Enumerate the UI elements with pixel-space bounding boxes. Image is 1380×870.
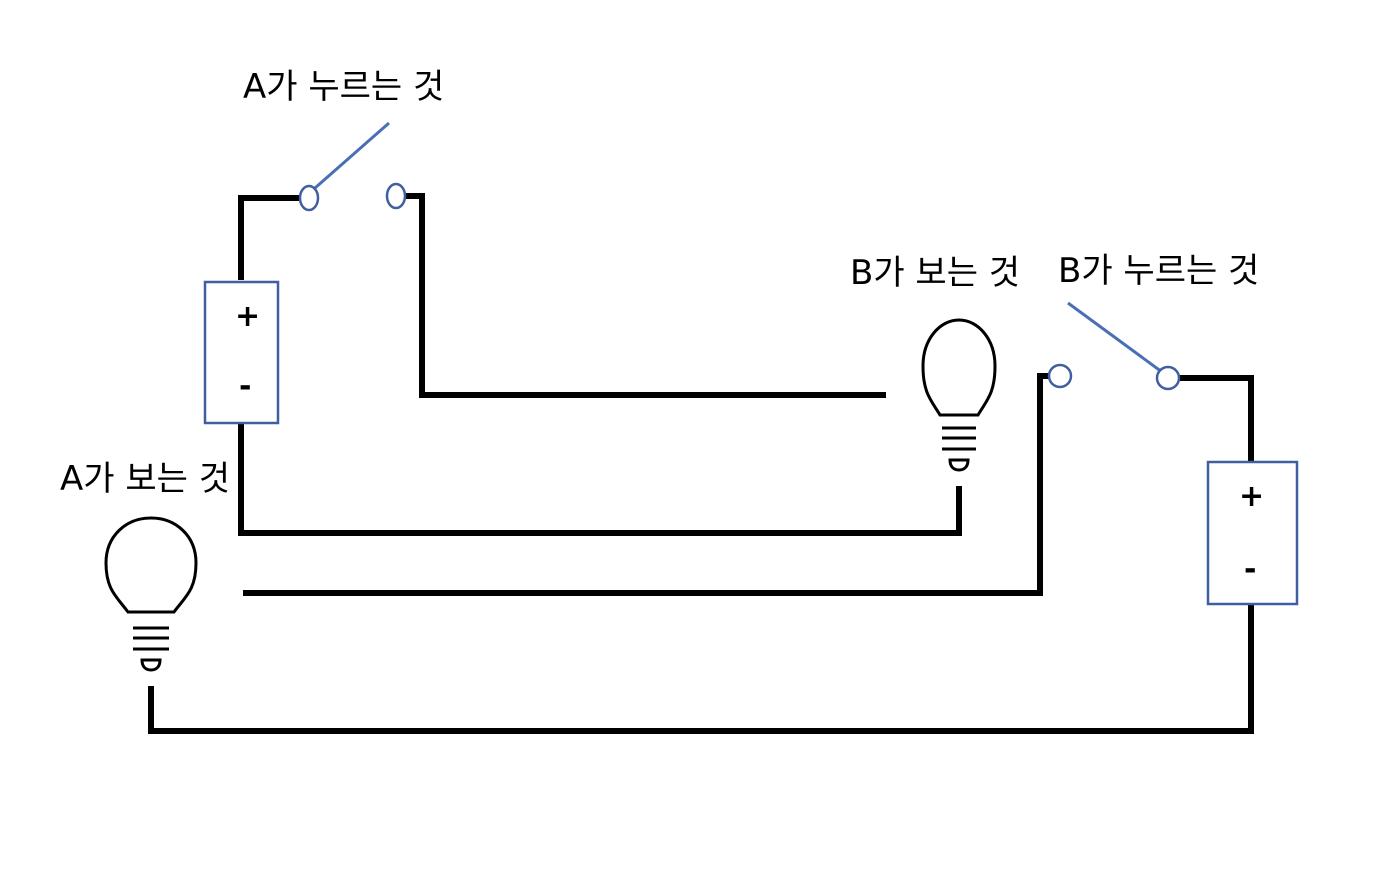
battery-b-minus: - <box>1244 552 1257 587</box>
wire-a-battery-to-b-lamp-base <box>238 424 962 536</box>
wire-b-lamp-to-switch <box>243 373 1050 596</box>
wire-b-switch-to-battery <box>1178 375 1254 462</box>
wire-a-switch-to-b-lamp <box>386 193 886 398</box>
label-b-switch: B가 누르는 것 <box>1058 251 1260 291</box>
label-a-lamp: A가 보는 것 <box>60 459 230 499</box>
label-a-switch: A가 누르는 것 <box>243 67 445 107</box>
battery-b-plus: + <box>1239 479 1265 514</box>
circuit-a-wires <box>238 193 962 536</box>
switch-b-terminal-left <box>1047 363 1073 389</box>
switch-a-terminal-right <box>385 182 407 210</box>
battery-a <box>203 280 280 425</box>
switch-b-terminal-right <box>1155 365 1181 391</box>
battery-b <box>1206 460 1299 606</box>
lamp-b-icon <box>921 318 997 472</box>
switch-b <box>1047 301 1181 391</box>
wire-a-battery-to-switch <box>238 195 300 280</box>
circuit-b-wires <box>148 373 1254 734</box>
switch-a-lever <box>314 121 390 190</box>
battery-a-minus: - <box>239 369 252 404</box>
switch-a-terminal-left <box>298 184 320 212</box>
label-b-lamp: B가 보는 것 <box>850 253 1021 293</box>
switch-a <box>298 121 407 212</box>
switch-b-lever <box>1067 301 1163 374</box>
wire-b-battery-to-a-lamp-base <box>148 604 1254 734</box>
lamp-a-icon <box>104 516 198 672</box>
battery-a-plus: + <box>235 299 261 334</box>
